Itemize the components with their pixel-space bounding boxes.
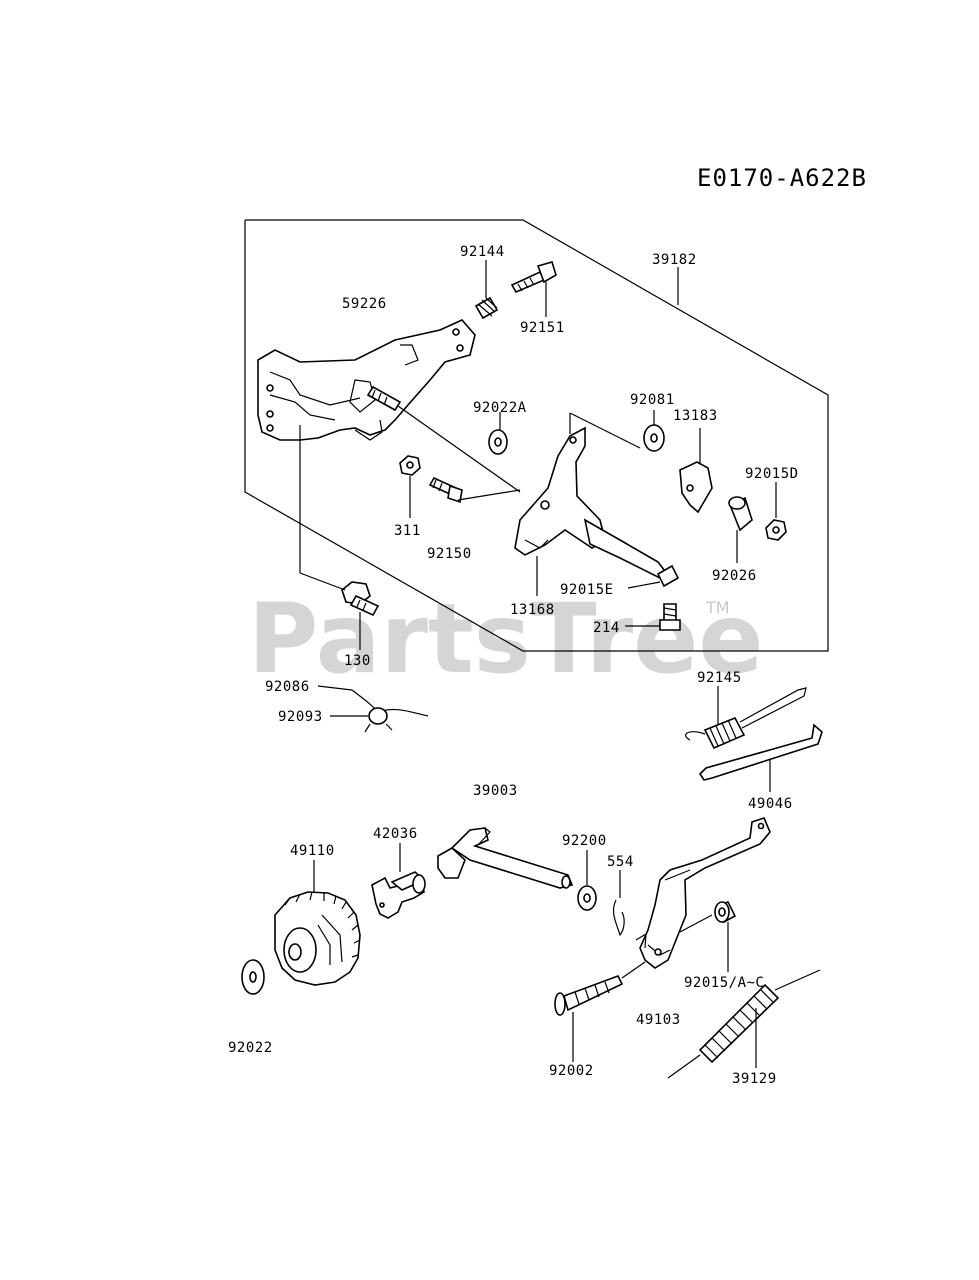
clip-92093[interactable] [330,707,393,733]
nut-92015AC[interactable] [679,901,737,972]
bolt-92002[interactable] [554,961,646,1062]
label-92081: 92081 [630,392,675,408]
label-554: 554 [607,854,634,870]
watermark-trademark: TM [705,598,730,617]
washer-92022[interactable] [241,959,265,995]
label-92150: 92150 [427,546,472,562]
watermark-text: PartsTree [248,583,763,695]
label-92151: 92151 [520,320,565,336]
label-92022A: 92022A [473,400,527,416]
label-311: 311 [394,523,421,539]
clip-554[interactable] [612,870,625,937]
rod-49046[interactable] [698,723,823,792]
nut-311[interactable] [399,455,421,518]
plate-13183[interactable] [679,428,713,514]
label-13168: 13168 [510,602,555,618]
spring-92144[interactable] [474,260,499,320]
label-39182: 39182 [652,252,697,268]
arm-49103[interactable] [635,817,771,969]
label-39129: 39129 [732,1071,777,1087]
screw-214[interactable] [625,603,681,631]
nut-92015D[interactable] [765,482,787,541]
bracket-59226[interactable] [257,319,476,441]
collar-92026[interactable] [728,496,753,563]
label-49110: 49110 [290,843,335,859]
label-92144: 92144 [460,244,505,260]
label-92093: 92093 [278,709,323,725]
bolt-92151[interactable] [510,261,557,317]
label-130: 130 [344,653,371,669]
label-92002: 92002 [549,1063,594,1079]
label-92026: 92026 [712,568,757,584]
washer-92022A[interactable] [488,412,508,455]
label-42036: 42036 [373,826,418,842]
label-49103: 49103 [636,1012,681,1028]
shaft-39003[interactable] [437,827,574,889]
label-214: 214 [593,620,620,636]
label-92015D: 92015D [745,466,799,482]
label-39003: 39003 [473,783,518,799]
washer-92200[interactable] [577,850,597,911]
spring-92145[interactable] [685,686,807,750]
spring-39129[interactable] [667,969,821,1079]
nut-92015E[interactable] [627,564,680,589]
washer-92081[interactable] [643,410,665,452]
label-92200: 92200 [562,833,607,849]
label-92086: 92086 [265,679,310,695]
assembly-outline [244,219,829,652]
label-13183: 13183 [673,408,718,424]
screw-92150[interactable] [428,476,521,504]
label-92015AC: 92015/A~C [684,975,764,991]
holder-42036[interactable] [371,843,426,919]
bolt-130[interactable] [299,425,380,650]
label-49046: 49046 [748,796,793,812]
label-59226: 59226 [342,296,387,312]
gear-49110[interactable] [274,860,361,986]
label-92145: 92145 [697,670,742,686]
label-92015E: 92015E [560,582,614,598]
stud-bolt[interactable] [366,385,521,493]
label-92022: 92022 [228,1040,273,1056]
diagram-code: E0170-A622B [697,164,867,192]
